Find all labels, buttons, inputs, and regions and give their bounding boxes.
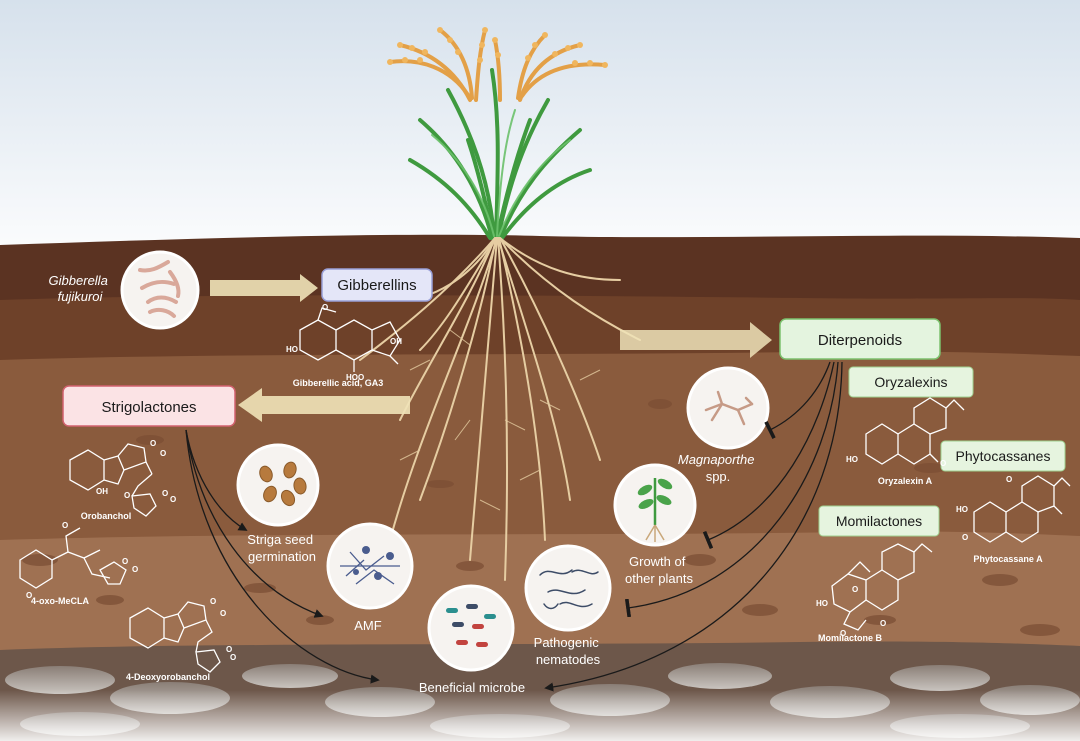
inhibit-nematodes [624,361,839,618]
gibberella-icon [120,250,200,330]
magnaporthe-icon [686,366,770,450]
svg-text:O: O [150,439,156,448]
oryzalexin-a-atoms: HO O [846,455,946,468]
svg-text:O: O [62,521,68,530]
oxo-mecla-structure [19,527,127,589]
arrow-to-striga [185,429,248,531]
ground-fade [0,690,1080,741]
beneficial-microbe-icon [427,584,515,672]
deoxyorobanchol-label: 4-Deoxyorobanchol [126,672,210,682]
oryzalexin-a-structure [865,397,965,465]
strigolactones-label: Strigolactones [101,399,196,416]
svg-text:HO: HO [286,345,298,354]
diterpenoids-box: Diterpenoids [779,318,941,360]
deoxyorobanchol-structure [129,601,221,673]
svg-text:OH: OH [96,487,108,496]
svg-text:O: O [322,303,328,312]
ga3-structure [299,307,401,372]
arrow-to-amf [185,429,324,618]
oryzalexins-box: Oryzalexins [848,366,974,398]
arrow-to-strigolactones [238,388,410,422]
svg-text:O: O [226,645,232,654]
ga3-atoms: HO OH O HO O [286,303,402,382]
phytocassane-a-label: Phytocassane A [973,554,1043,564]
svg-text:O: O [940,459,946,468]
svg-text:HO: HO [816,599,828,608]
plant-growth-icon [613,463,697,547]
arrow-to-diterpenoids [620,322,772,358]
arrow-to-beneficial-right [544,361,843,692]
amf-label: AMF [354,618,382,633]
momilactones-label: Momilactones [836,513,922,529]
orobanchol-structure [69,443,157,517]
svg-text:HO: HO [956,505,968,514]
plant-leaves-light [431,109,571,237]
momilactone-b-label: Momilactone B [818,633,883,643]
amf-icon [326,522,414,610]
magnaporthe-label: Magnaporthe spp. [678,452,758,484]
interaction-arrows [185,361,843,692]
striga-seed-icon [236,443,320,527]
svg-text:HO: HO [346,373,358,382]
gibberellins-label: Gibberellins [337,277,416,294]
strigolactones-box: Strigolactones [62,385,236,427]
striga-label: Striga seed germination [247,532,316,564]
svg-text:O: O [170,495,176,504]
arrow-to-beneficial-left [185,429,380,684]
phytocassanes-label: Phytocassanes [956,448,1051,464]
diterpenoids-label: Diterpenoids [818,332,902,349]
svg-text:HO: HO [846,455,858,464]
svg-text:O: O [26,591,32,600]
svg-text:O: O [162,489,168,498]
svg-text:O: O [840,629,846,638]
plant-root-hairs [399,329,601,511]
momilactones-box: Momilactones [818,505,940,537]
svg-text:O: O [160,449,166,458]
svg-text:OH: OH [390,337,402,346]
gibberella-label: Gibberella fujikuroi [49,273,112,304]
svg-text:O: O [962,533,968,542]
momilactone-b-atoms: HO O O O [816,585,886,638]
svg-text:O: O [122,557,128,566]
nematodes-icon [524,544,612,632]
inhibit-growth [702,361,835,550]
svg-text:O: O [210,597,216,606]
phytocassanes-box: Phytocassanes [940,440,1066,472]
svg-text:O: O [1006,475,1012,484]
inhibit-magnaporthe [764,361,831,439]
phytocassane-a-structure [973,475,1071,543]
rice-grains [387,27,608,68]
gibberellins-box: Gibberellins [321,268,433,302]
ga3-label: Gibberellic acid, GA3 [293,378,384,388]
orobanchol-label: Orobanchol [81,511,132,521]
growth-label: Growth of other plants [625,554,693,586]
svg-text:O: O [230,653,236,662]
oxo-mecla-label: 4-oxo-MeCLA [31,596,89,606]
svg-text:O: O [852,585,858,594]
phytocassane-a-atoms: HO O O [956,475,1012,542]
plant-roots [359,237,641,581]
arrow-gibberella-to-gibberellins [210,274,318,302]
momilactone-b-structure [831,543,933,631]
svg-text:O: O [220,609,226,618]
svg-text:O: O [358,373,364,382]
oryzalexin-a-label: Oryzalexin A [878,476,933,486]
svg-text:O: O [132,565,138,574]
svg-text:O: O [880,619,886,628]
nematodes-label: Pathogenic nematodes [534,635,603,667]
beneficial-label: Beneficial microbe [419,680,525,695]
soil-pebbles [22,399,1060,636]
svg-text:O: O [124,491,130,500]
oryzalexins-label: Oryzalexins [874,374,947,390]
